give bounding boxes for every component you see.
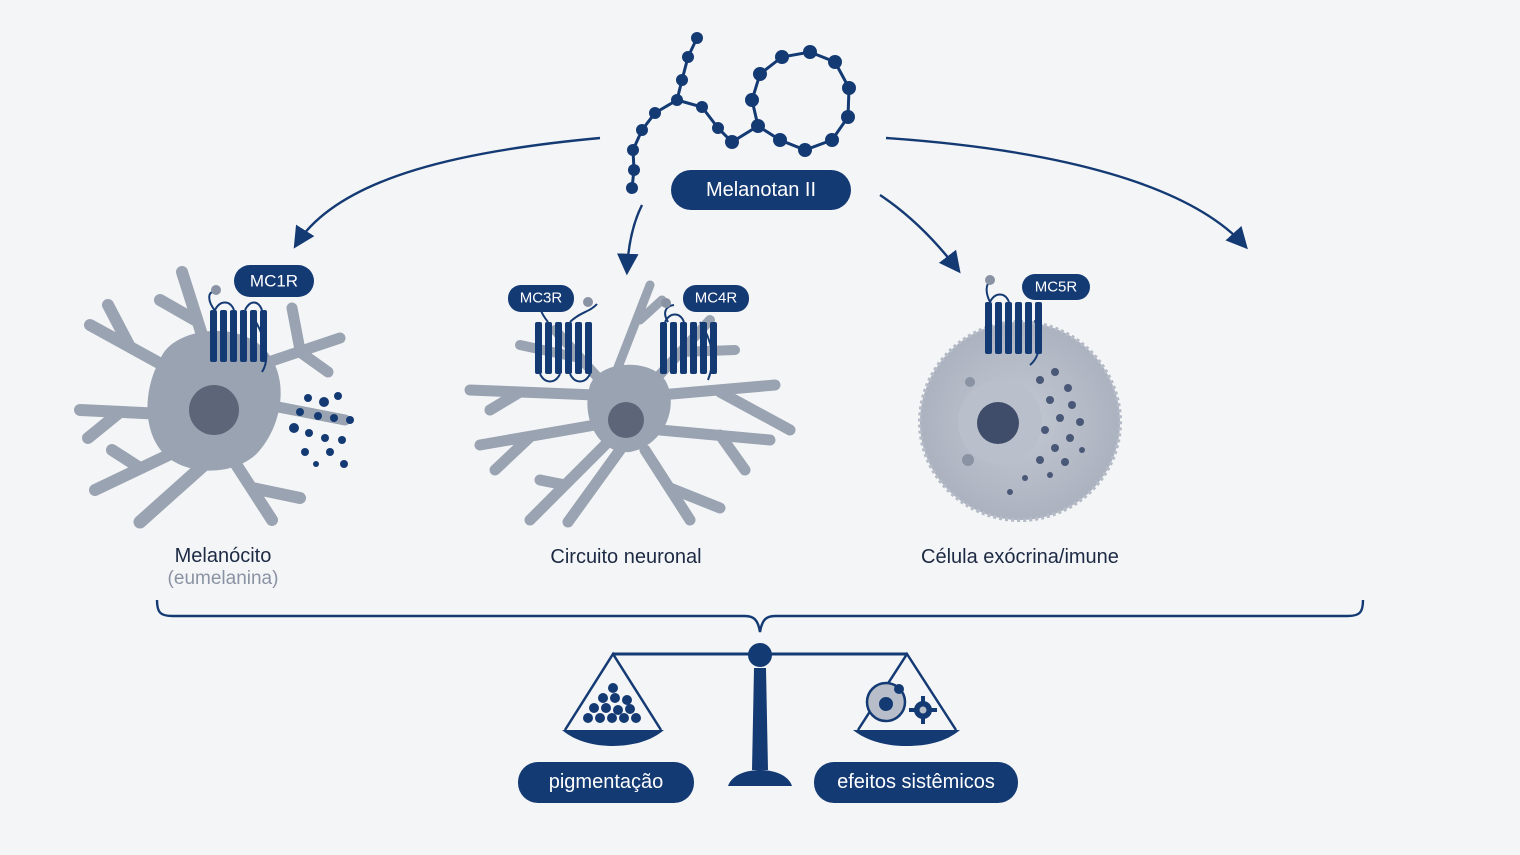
right-pan xyxy=(853,651,960,746)
scale-pillar xyxy=(752,668,768,770)
mc4r-receptor xyxy=(660,298,717,381)
melanocyte-label: Melanócito xyxy=(175,545,272,567)
melanin-granules xyxy=(289,392,354,468)
peptide-molecule xyxy=(626,32,856,194)
exocrine-granules xyxy=(962,368,1085,495)
scale-pivot xyxy=(748,643,772,667)
melanotan-pill: Melanotan II xyxy=(671,170,851,210)
mc1r-receptor xyxy=(208,285,268,373)
grouping-brace xyxy=(155,599,1365,633)
systemic-effects-pill: efeitos sistêmicos xyxy=(814,762,1018,803)
peptide-link-line xyxy=(676,98,759,144)
mc3r-label: MC3R xyxy=(520,290,563,307)
pigment-granules-icon xyxy=(583,683,641,723)
neuron-cell xyxy=(464,280,796,528)
mc1r-pill: MC1R xyxy=(234,265,314,297)
mc5r-label: MC5R xyxy=(1035,279,1078,296)
neuron-label: Circuito neuronal xyxy=(550,546,701,568)
arrow-to-melanocyte xyxy=(293,136,601,249)
melanocyte-cell xyxy=(74,266,354,529)
exocrine-label: Célula exócrina/imune xyxy=(921,546,1119,568)
arrow-to-neuron xyxy=(616,204,644,276)
pigmentation-label: pigmentação xyxy=(549,771,664,793)
melanocyte-nucleus xyxy=(189,385,239,435)
mc5r-pill: MC5R xyxy=(1022,274,1090,300)
melanotan-label: Melanotan II xyxy=(706,179,816,201)
mc4r-pill: MC4R xyxy=(683,285,749,312)
scale-base xyxy=(728,770,792,786)
binding-arrows xyxy=(293,136,1248,276)
arrow-to-exocrine xyxy=(879,194,961,274)
mc1r-label: MC1R xyxy=(250,272,298,291)
balance-scale xyxy=(562,643,960,786)
peptide-residues xyxy=(626,32,856,194)
arrow-to-right-edge xyxy=(885,136,1248,250)
mc5r-receptor xyxy=(985,275,1042,366)
mc3r-pill: MC3R xyxy=(508,285,574,312)
cell-gear-icon xyxy=(865,681,937,724)
left-pan xyxy=(562,651,664,746)
neuron-nucleus xyxy=(608,402,644,438)
exocrine-cell xyxy=(917,319,1123,523)
exocrine-nucleus xyxy=(977,402,1019,444)
pigmentation-pill: pigmentação xyxy=(518,762,694,803)
systemic-effects-label: efeitos sistêmicos xyxy=(837,771,995,793)
melanocyte-sublabel: (eumelanina) xyxy=(168,568,279,589)
mc4r-label: MC4R xyxy=(695,290,738,307)
